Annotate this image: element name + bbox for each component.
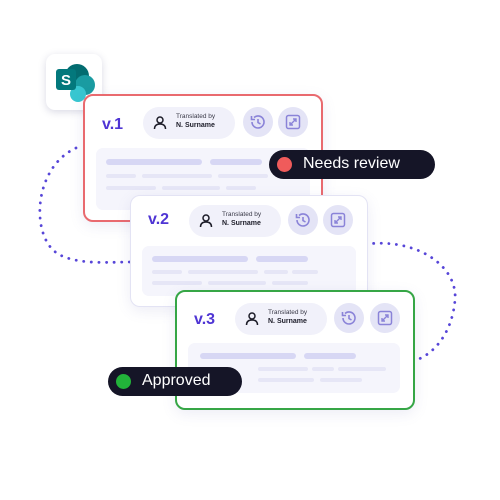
translator-name: N. Surname xyxy=(222,220,261,227)
text-line xyxy=(152,281,202,285)
person-icon xyxy=(245,312,259,326)
needs-review-label: Needs review xyxy=(303,155,400,172)
approved-badge: Approved xyxy=(108,367,242,396)
text-line xyxy=(210,159,262,165)
version-card-2[interactable]: v.2 Translated by N. Surname xyxy=(130,195,368,307)
text-line xyxy=(272,281,308,285)
person-icon xyxy=(153,116,167,130)
connector-v2-v3 xyxy=(364,241,457,362)
history-icon xyxy=(295,213,310,227)
text-line xyxy=(152,256,248,262)
text-line xyxy=(292,270,318,274)
text-line xyxy=(226,186,256,190)
text-line xyxy=(152,270,182,274)
person-icon xyxy=(199,214,213,228)
text-line xyxy=(312,367,334,371)
resize-icon xyxy=(330,212,346,228)
translator-name: N. Surname xyxy=(176,122,215,129)
resize-button[interactable] xyxy=(323,205,353,235)
translated-by-label: Translated by xyxy=(268,309,308,316)
approved-status-dot xyxy=(116,374,131,389)
review-status-dot xyxy=(277,157,292,172)
translated-by-label: Translated by xyxy=(222,211,262,218)
history-button[interactable] xyxy=(288,205,318,235)
text-line xyxy=(162,186,220,190)
version-label: v.1 xyxy=(102,116,124,133)
text-line xyxy=(320,378,362,382)
text-line xyxy=(338,367,386,371)
text-line xyxy=(106,159,202,165)
text-line xyxy=(258,367,308,371)
approved-label: Approved xyxy=(142,372,211,389)
translated-by-label: Translated by xyxy=(176,113,216,120)
history-icon xyxy=(250,115,265,129)
text-line xyxy=(264,270,288,274)
history-icon xyxy=(341,311,356,325)
text-line xyxy=(208,281,266,285)
version-label: v.3 xyxy=(194,311,216,328)
resize-button[interactable] xyxy=(278,107,308,137)
translator-pill: Translated by N. Surname xyxy=(189,205,281,237)
translator-pill: Translated by N. Surname xyxy=(143,107,235,139)
needs-review-badge: Needs review xyxy=(269,150,435,179)
text-line xyxy=(106,186,156,190)
history-button[interactable] xyxy=(243,107,273,137)
resize-icon xyxy=(285,114,301,130)
resize-button[interactable] xyxy=(370,303,400,333)
version-label: v.2 xyxy=(148,211,170,228)
translator-name: N. Surname xyxy=(268,318,307,325)
sharepoint-icon: S xyxy=(56,64,95,102)
sharepoint-letter: S xyxy=(61,72,71,89)
text-line xyxy=(304,353,356,359)
translator-pill: Translated by N. Surname xyxy=(235,303,327,335)
history-button[interactable] xyxy=(334,303,364,333)
text-line xyxy=(142,174,212,178)
text-line xyxy=(188,270,258,274)
content-preview xyxy=(142,246,356,296)
text-line xyxy=(256,256,308,262)
text-line xyxy=(106,174,136,178)
resize-icon xyxy=(377,310,393,326)
text-line xyxy=(200,353,296,359)
text-line xyxy=(258,378,314,382)
text-line xyxy=(218,174,268,178)
